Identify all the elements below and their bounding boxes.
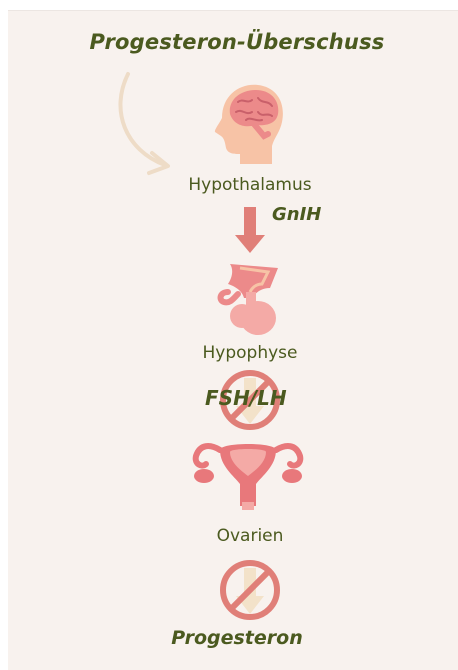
- label-gnrh: GnIH: [272, 204, 321, 225]
- head-brain-icon: [210, 80, 290, 165]
- pituitary-gland-icon: [216, 262, 286, 338]
- label-hypophyse: Hypophyse: [150, 343, 350, 363]
- label-fsh-lh: FSH/LH: [205, 386, 287, 410]
- label-progesteron: Progesteron: [0, 627, 458, 649]
- label-ovarien: Ovarien: [150, 526, 350, 546]
- blocked-arrow-icon: [218, 558, 282, 622]
- uterus-ovaries-icon: [190, 436, 306, 512]
- down-arrow-icon: [231, 207, 271, 257]
- label-hypothalamus: Hypothalamus: [150, 175, 350, 195]
